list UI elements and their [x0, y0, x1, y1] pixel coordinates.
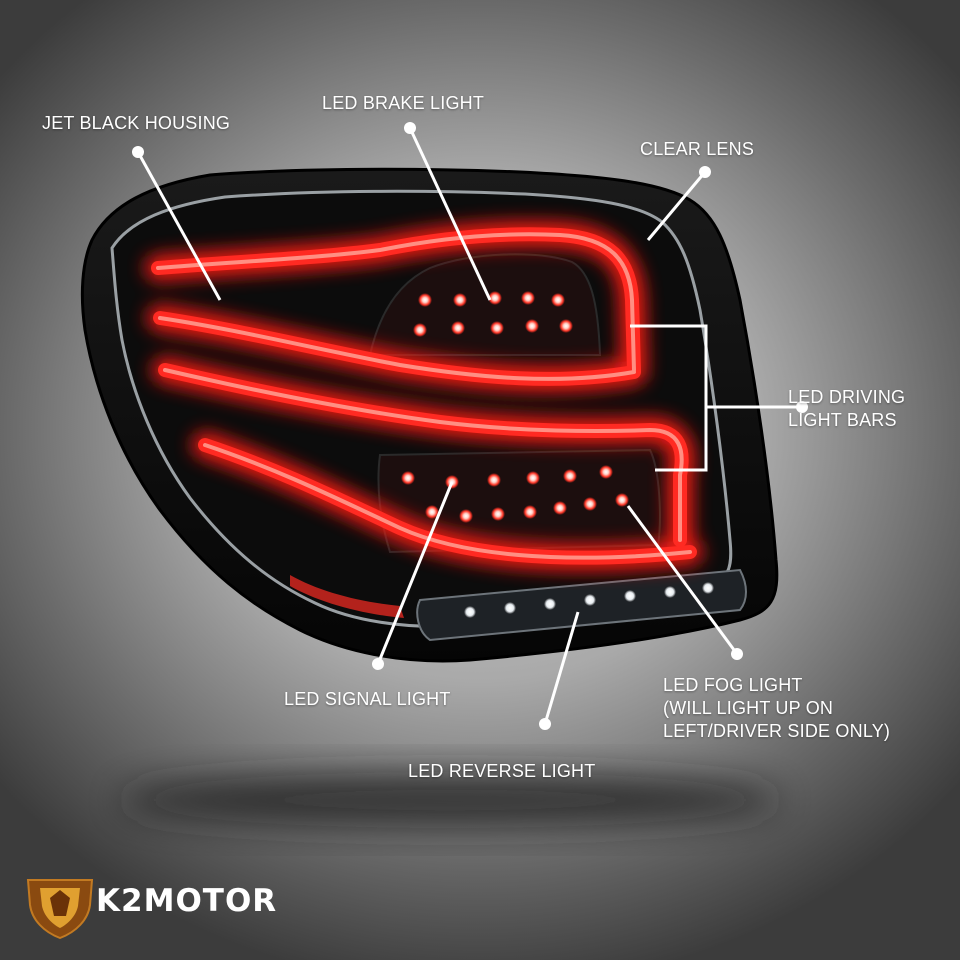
- callout-led-brake-light: LED BRAKE LIGHT: [322, 93, 485, 113]
- callout-clear-lens: CLEAR LENS: [640, 139, 755, 159]
- upper-led-cluster: [368, 253, 602, 356]
- callout-led-driving-line-1: LED DRIVING: [788, 387, 906, 407]
- callout-dots: [132, 122, 808, 730]
- signal-leds: [401, 465, 629, 523]
- reflector-strip: [290, 575, 404, 618]
- brand-logo-text: K2MOTOR: [96, 883, 278, 919]
- callout-led-signal-light: LED SIGNAL LIGHT: [284, 689, 451, 709]
- reverse-leds: [464, 582, 714, 618]
- brake-leds: [413, 291, 573, 337]
- callout-led-driving-line-2: LIGHT BARS: [788, 410, 897, 430]
- callout-led-fog-line-1: LED FOG LIGHT: [663, 675, 803, 695]
- floor-shadow: [120, 772, 780, 828]
- callout-led-reverse-light: LED REVERSE LIGHT: [408, 761, 596, 781]
- reverse-light-strip: [416, 568, 747, 642]
- driving-light-bars: [151, 227, 697, 565]
- callout-lines: [136, 127, 802, 725]
- callout-led-fog-line-2: (WILL LIGHT UP ON: [663, 698, 834, 718]
- callout-jet-black-housing: JET BLACK HOUSING: [42, 113, 231, 133]
- callout-led-fog-line-3: LEFT/DRIVER SIDE ONLY): [663, 721, 891, 741]
- k2motor-logo-icon: [26, 879, 94, 940]
